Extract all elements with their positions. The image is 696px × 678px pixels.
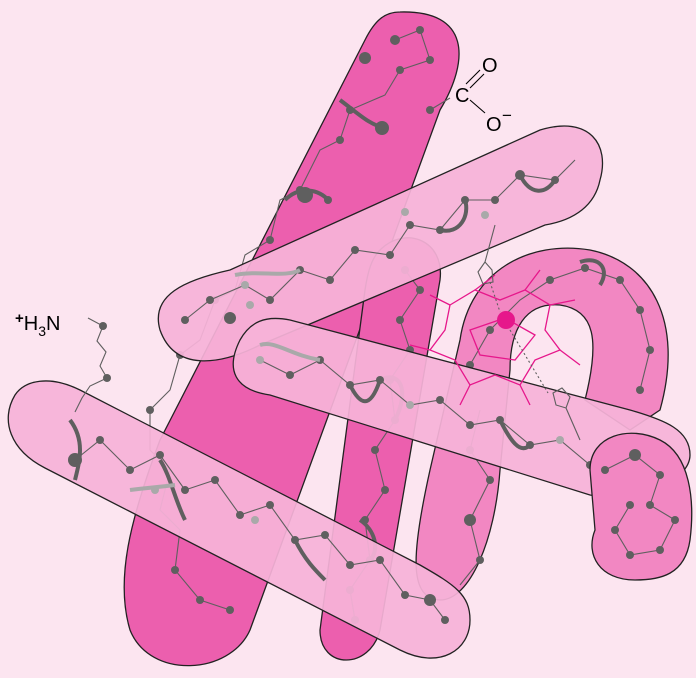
c-terminus-oxide: O bbox=[486, 114, 502, 136]
iron-atom bbox=[497, 311, 515, 329]
c-terminus-oxygen: O bbox=[482, 55, 498, 77]
n-terminus-label: +H3N bbox=[15, 310, 60, 339]
c-terminus-charge: − bbox=[502, 106, 512, 125]
helix-g bbox=[590, 433, 692, 580]
c-terminus-carbon: C bbox=[455, 85, 469, 107]
